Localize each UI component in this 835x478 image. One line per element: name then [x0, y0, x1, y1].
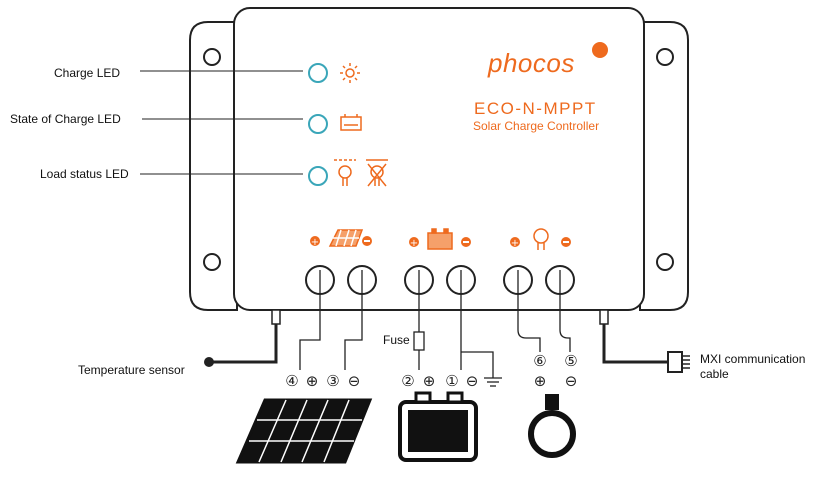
- mxi-label-line-2: cable: [700, 367, 729, 381]
- terminal-5-number: ⑤: [564, 352, 577, 370]
- svg-text:+: +: [511, 238, 519, 249]
- svg-text:+: +: [311, 237, 319, 248]
- solar-polarity-marks: +: [310, 236, 372, 248]
- mxi-cable-label: MXI communication cable: [700, 352, 805, 382]
- ground-icon: [484, 377, 502, 387]
- bulb-off-icon: [366, 159, 388, 187]
- battery-terminal-icon: [427, 228, 453, 250]
- temperature-sensor-cable: [204, 309, 281, 367]
- charge-led-label: Charge LED: [54, 66, 121, 80]
- mounting-ear-left: [189, 21, 238, 311]
- load-bulb-icon: [533, 228, 549, 250]
- battery-polarity-marks: +: [409, 237, 471, 249]
- wiring: [299, 270, 571, 378]
- terminal-3-number: ③: [326, 372, 339, 390]
- model-subtitle: Solar Charge Controller: [473, 119, 600, 133]
- terminal-6-number: ⑥: [533, 352, 546, 370]
- controller-body: [233, 7, 645, 311]
- terminal-4-number: ④: [285, 372, 298, 390]
- terminal-2-polarity: ⊕: [423, 372, 436, 390]
- load-status-led-label: Load status LED: [40, 167, 129, 181]
- mounting-ear-right: [639, 21, 689, 311]
- terminal-labels: ④ ⊕ ③ ⊖ ② ⊕ ① ⊖ ⑥ ⊕ ⑤ ⊖: [285, 352, 577, 390]
- solar-panel-icon: [328, 229, 364, 247]
- terminal-6-polarity: ⊕: [534, 372, 547, 390]
- bulb-icon: [334, 159, 356, 186]
- brand-logo: phocos: [488, 48, 575, 78]
- solar-panel: [235, 398, 373, 464]
- terminal-5-polarity: ⊖: [565, 372, 578, 390]
- terminal-1-number: ①: [445, 372, 458, 390]
- load-status-led: [308, 166, 328, 186]
- battery: [398, 391, 478, 462]
- load-polarity-marks: +: [510, 237, 571, 249]
- mxi-cable: [599, 309, 690, 373]
- mxi-label-line-1: MXI communication: [700, 352, 806, 366]
- battery-icon: [340, 114, 362, 131]
- charge-led: [308, 63, 328, 83]
- terminal-4-polarity: ⊕: [306, 372, 319, 390]
- terminal-3-polarity: ⊖: [348, 372, 361, 390]
- fuse-symbol: [413, 331, 425, 351]
- fuse-label: Fuse: [383, 333, 410, 347]
- model-name: ECO-N-MPPT: [474, 99, 597, 118]
- svg-text:+: +: [410, 238, 418, 249]
- light-bulb: [528, 394, 576, 458]
- brand-dot: [592, 42, 608, 58]
- terminal-2-number: ②: [401, 372, 414, 390]
- terminal-1-polarity: ⊖: [466, 372, 479, 390]
- state-of-charge-led: [308, 114, 328, 134]
- sun-icon: [340, 63, 360, 83]
- state-of-charge-led-label: State of Charge LED: [10, 112, 121, 126]
- temperature-sensor-label: Temperature sensor: [78, 363, 185, 377]
